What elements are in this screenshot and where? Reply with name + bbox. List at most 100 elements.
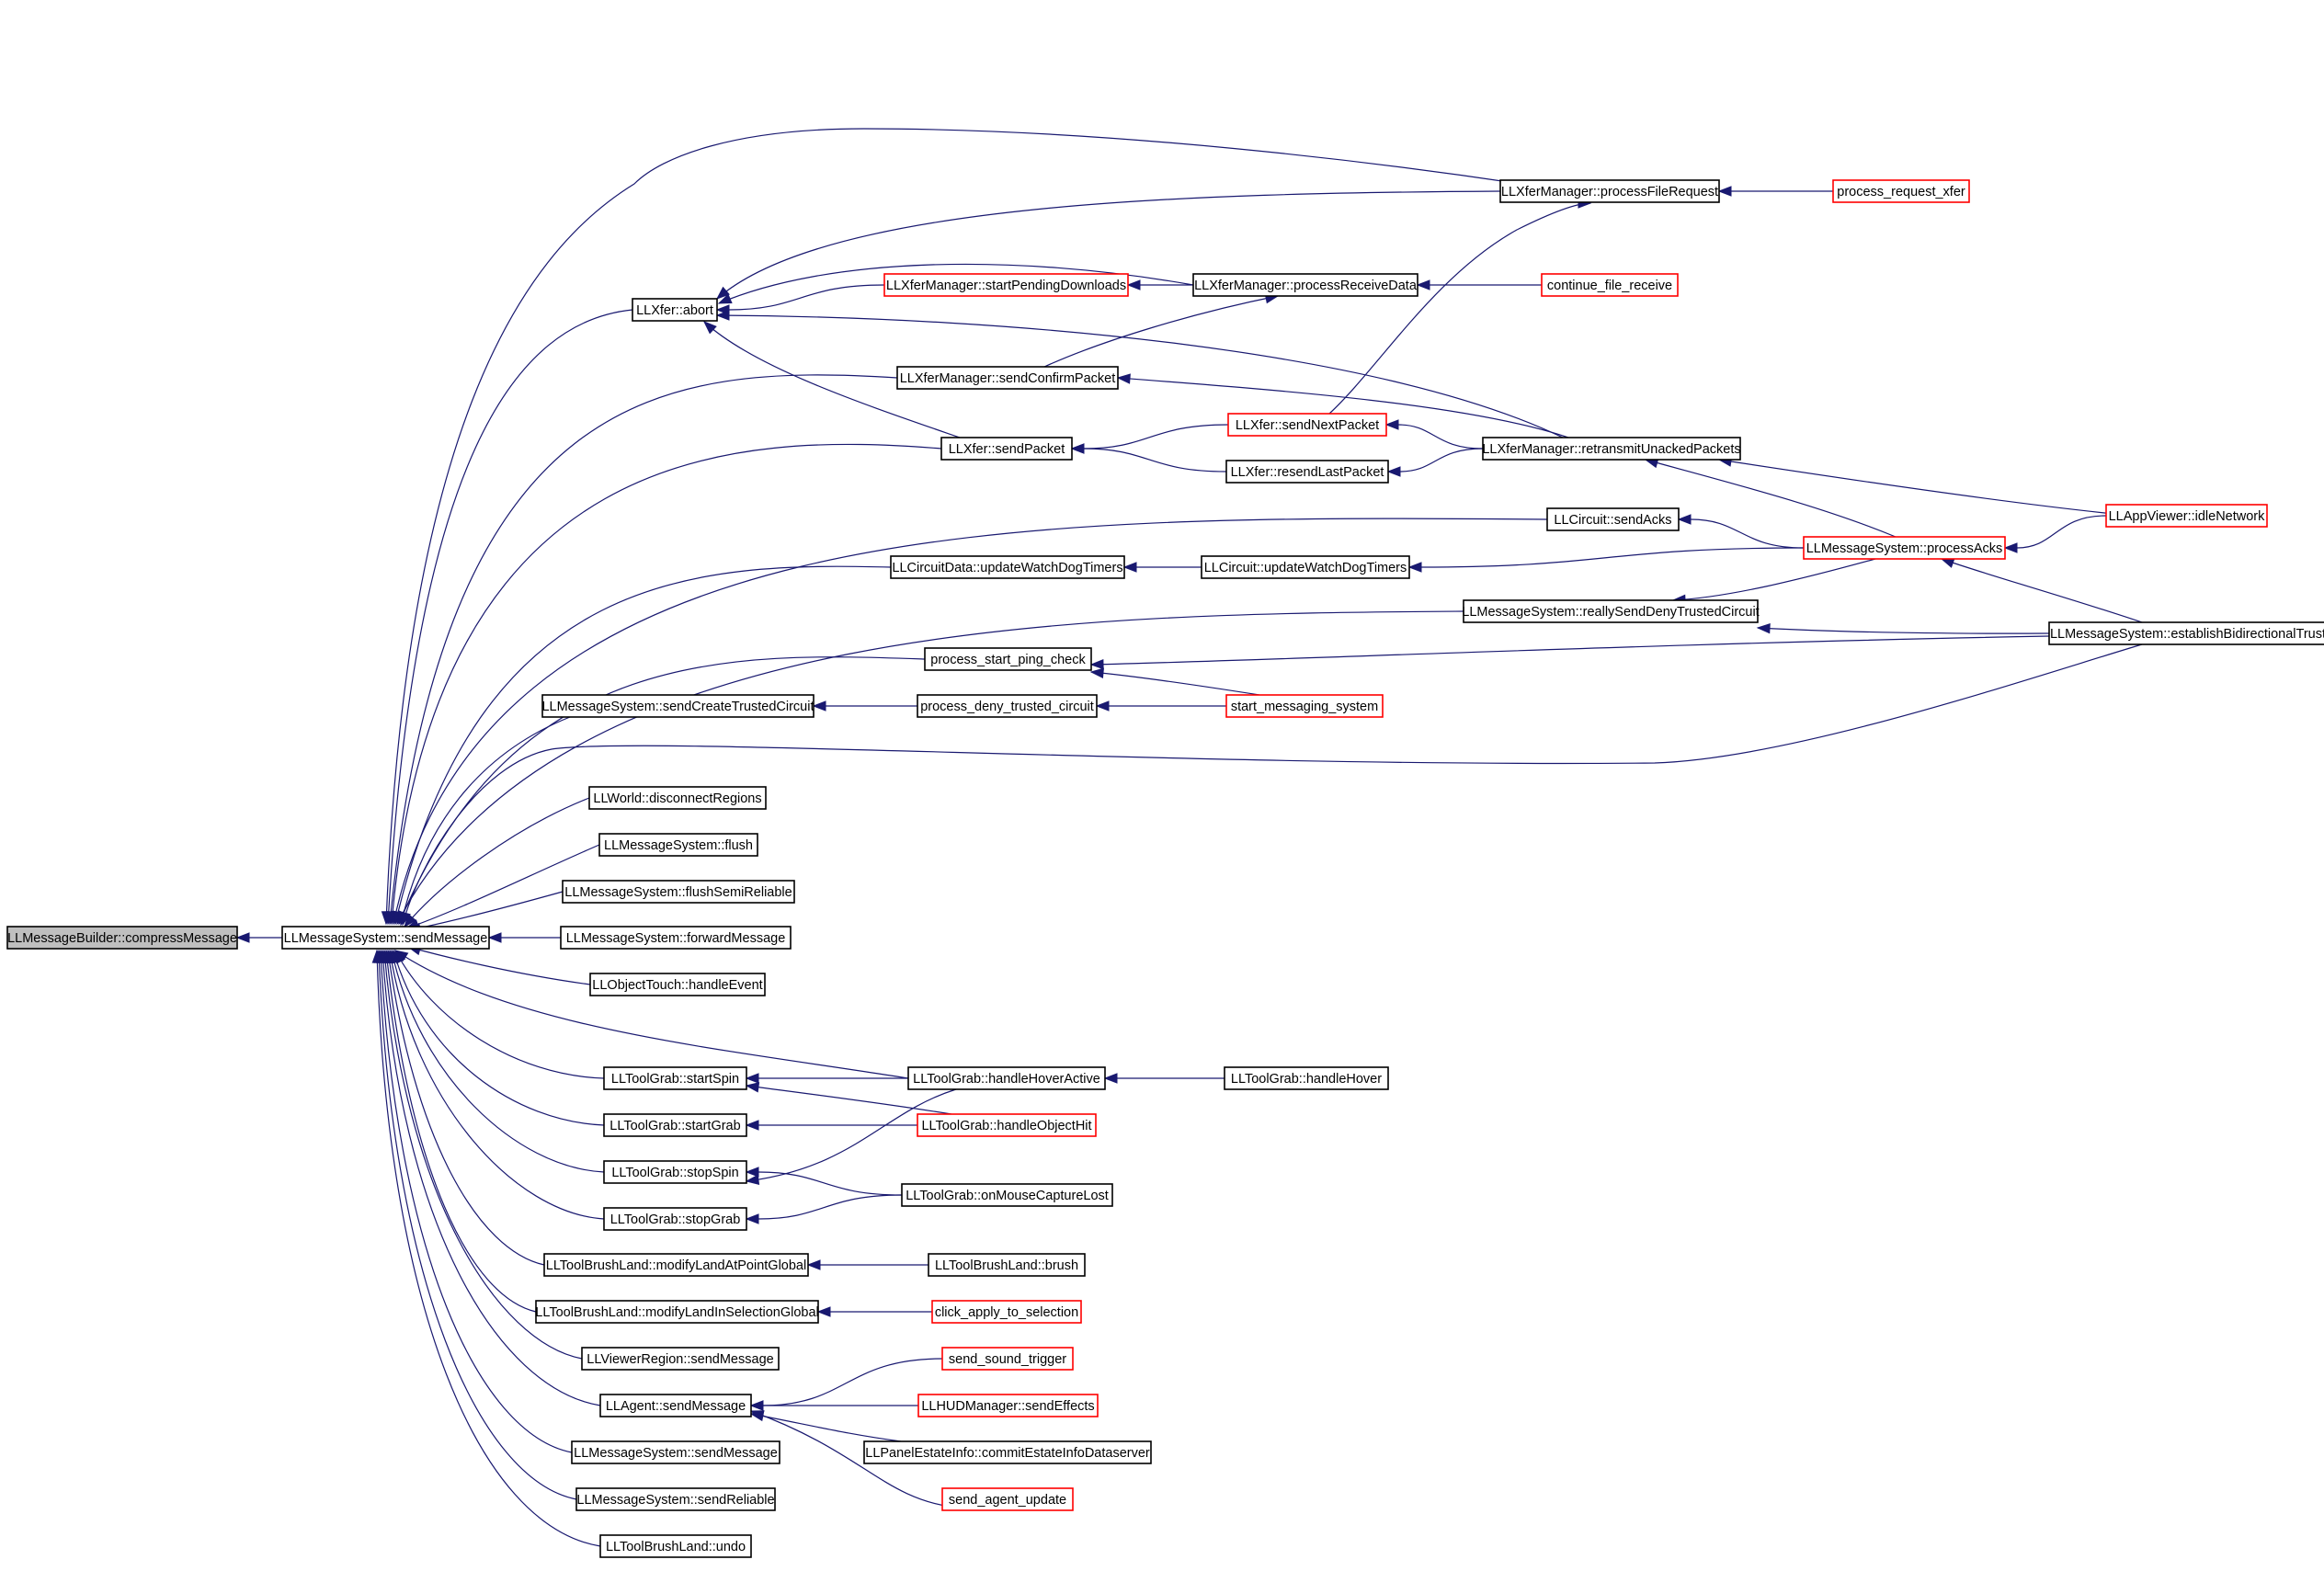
node-box [603,1160,747,1184]
node-packs[interactable]: LLMessageSystem::processAcks [1803,536,2006,560]
edge-packs-to-rsdtc [1671,558,1876,606]
edge-prx-to-pfr [1717,186,1833,197]
edge-line [750,1410,957,1508]
edge-line [407,946,591,985]
node-pfr[interactable]: LLXferManager::processFileRequest [1499,179,1720,203]
node-box [1803,536,2006,560]
node-tblb[interactable]: LLToolBrushLand::brush [928,1253,1086,1277]
node-tgss[interactable]: LLToolGrab::startSpin [603,1066,747,1090]
node-cuwt[interactable]: LLCircuit::updateWatchDogTimers [1201,555,1410,579]
edge-rup-to-rlp [1386,448,1484,477]
edge-tghha-to-tgsts [745,1088,957,1185]
node-abort[interactable]: LLXfer::abort [632,298,718,322]
node-sendmsg[interactable]: LLMessageSystem::sendMessage [281,926,490,950]
node-oth[interactable]: LLObjectTouch::handleEvent [589,973,766,996]
edge-arrowhead [1095,700,1110,712]
node-box [1225,694,1384,718]
node-flush[interactable]: LLMessageSystem::flush [598,833,758,857]
node-cats[interactable]: click_apply_to_selection [931,1300,1082,1324]
node-tgomcl[interactable]: LLToolGrab::onMouseCaptureLost [901,1183,1113,1207]
node-peicd[interactable]: LLPanelEstateInfo::commitEstateInfoDatas… [863,1440,1152,1464]
node-prx[interactable]: process_request_xfer [1832,179,1970,203]
node-asm[interactable]: LLAgent::sendMessage [599,1394,752,1417]
node-box [2105,504,2268,528]
node-spd[interactable]: LLXferManager::startPendingDownloads [883,273,1129,297]
node-hudse[interactable]: LLHUDManager::sendEffects [917,1394,1099,1417]
edge-line [391,443,942,925]
node-snp[interactable]: LLXfer::sendNextPacket [1227,413,1387,437]
edge-arrowhead [487,932,502,943]
node-ebt[interactable]: LLMessageSystem::establishBidirectionalT… [2048,621,2324,645]
edge-line [1043,295,1279,368]
edge-line [716,190,1501,300]
node-tghh[interactable]: LLToolGrab::handleHover [1224,1066,1389,1090]
edge-tghh-to-tghha [1103,1073,1225,1084]
node-sst[interactable]: send_sound_trigger [941,1347,1074,1371]
node-tgsts[interactable]: LLToolGrab::stopSpin [603,1160,747,1184]
node-sacks[interactable]: LLCircuit::sendAcks [1546,507,1680,531]
edge-arrowhead [1384,419,1399,430]
edge-line [758,1171,903,1196]
node-label: LLToolGrab::handleObjectHit [921,1119,1091,1133]
node-tgstg[interactable]: LLToolGrab::stopGrab [603,1207,747,1231]
node-box [281,926,490,950]
edge-tgho-to-tgsg [745,1120,917,1131]
node-box [941,1347,1074,1371]
edge-arrowhead [1756,622,1771,634]
edge-arrowhead [1122,562,1137,573]
node-label: LLToolGrab::onMouseCaptureLost [906,1189,1109,1203]
edge-arrowhead [812,700,826,712]
node-tgsg[interactable]: LLToolGrab::startGrab [603,1113,747,1137]
node-label: LLViewerRegion::sendMessage [587,1352,773,1367]
edge-line [380,950,573,1453]
edge-scp-to-prd [1043,293,1280,368]
node-tblmlp[interactable]: LLToolBrushLand::modifyLandAtPointGlobal [543,1253,809,1277]
node-fsr[interactable]: LLMessageSystem::flushSemiReliable [562,880,795,904]
node-cduwt[interactable]: LLCircuitData::updateWatchDogTimers [890,555,1125,579]
edge-msgsm-to-sendmsg [375,949,573,1453]
edge-tblmlp-to-sendmsg [384,949,545,1266]
edge-line [387,950,545,1266]
node-msgsm[interactable]: LLMessageSystem::sendMessage [571,1440,780,1464]
node-rup[interactable]: LLXferManager::retransmitUnackedPackets [1482,437,1741,461]
node-pdtc[interactable]: process_deny_trusted_circuit [917,694,1098,718]
edge-tblu-to-sendmsg [371,949,601,1547]
node-msgsr[interactable]: LLMessageSystem::sendReliable [575,1487,776,1511]
node-prd[interactable]: LLXferManager::processReceiveData [1192,273,1418,297]
edge-pdtc-to-sctc [812,700,918,712]
node-tgho[interactable]: LLToolGrab::handleObjectHit [917,1113,1097,1137]
edge-rup-to-abort [715,310,1564,438]
node-fwd[interactable]: LLMessageSystem::forwardMessage [560,926,792,950]
edge-arrowhead [715,310,730,321]
node-tblmls[interactable]: LLToolBrushLand::modifyLandInSelectionGl… [535,1300,819,1324]
node-label: LLMessageSystem::sendMessage [574,1446,778,1461]
node-idle[interactable]: LLAppViewer::idleNetwork [2105,504,2268,528]
node-box [1201,555,1410,579]
node-box [1541,273,1679,297]
node-rsdtc[interactable]: LLMessageSystem::reallySendDenyTrustedCi… [1462,599,1760,623]
node-sp[interactable]: LLXfer::sendPacket [940,437,1073,461]
node-cfr[interactable]: continue_file_receive [1541,273,1679,297]
node-label: LLToolGrab::handleHoverActive [913,1072,1100,1087]
edge-ebt-to-sendmsg [400,643,2143,927]
node-sctc[interactable]: LLMessageSystem::sendCreateTrustedCircui… [541,694,815,718]
node-scp[interactable]: LLXferManager::sendConfirmPacket [896,366,1119,390]
edge-line [746,1088,957,1182]
node-root[interactable]: LLMessageBuilder::compressMessage [6,926,238,950]
node-box [1832,179,1970,203]
node-tblu[interactable]: LLToolBrushLand::undo [599,1534,752,1558]
node-vrsm[interactable]: LLViewerRegion::sendMessage [581,1347,780,1371]
node-sms[interactable]: start_messaging_system [1225,694,1384,718]
edge-idle-to-packs [2003,515,2107,553]
node-label: click_apply_to_selection [935,1305,1078,1320]
node-wdr[interactable]: LLWorld::disconnectRegions [588,786,767,810]
edge-arrowhead [745,1073,759,1084]
node-box [917,1113,1097,1137]
node-sau[interactable]: send_agent_update [941,1487,1074,1511]
node-pspc[interactable]: process_start_ping_check [924,647,1092,671]
node-rlp[interactable]: LLXfer::resendLastPacket [1225,460,1389,484]
edge-arrowhead [749,1400,764,1411]
node-tghha[interactable]: LLToolGrab::handleHoverActive [907,1066,1106,1090]
edge-arrowhead [235,932,250,943]
node-label: process_start_ping_check [930,653,1086,667]
